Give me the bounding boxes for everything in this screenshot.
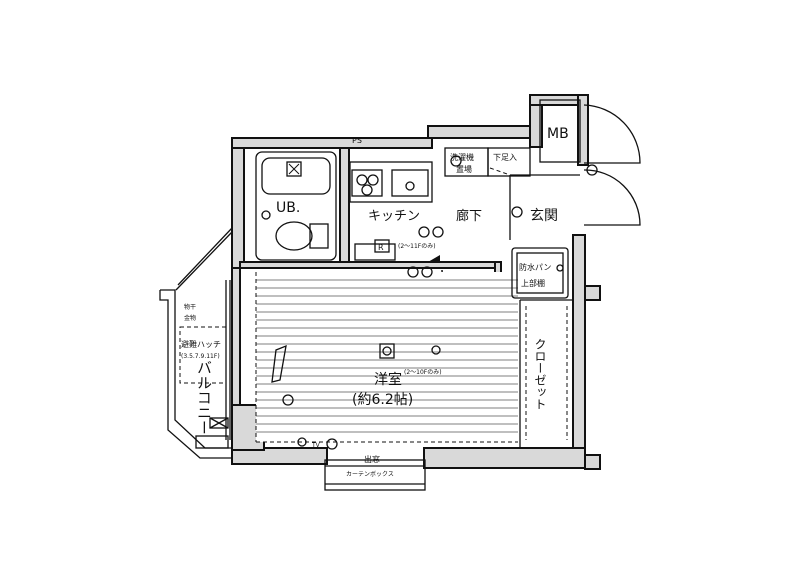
flooring	[255, 272, 518, 443]
room-label-kitchen: キッチン	[368, 209, 420, 224]
label-partition-2: 金物	[184, 314, 196, 322]
label-curtain-box: カーテンボックス	[346, 470, 394, 478]
label-washer-1: 洗濯機	[450, 152, 474, 162]
label-ceiling-note-2: (2～10Fのみ)	[404, 369, 442, 376]
label-washer-2: 置場	[456, 164, 472, 174]
label-tv: TV	[311, 442, 321, 449]
label-ceiling-note-1: (2～11Fのみ)	[398, 243, 436, 250]
room-fixtures	[271, 255, 441, 450]
label-refrigerator: R	[378, 243, 384, 252]
room-label-hallway: 廊下	[456, 208, 482, 224]
room-label-western: 洋室	[374, 371, 402, 388]
toilet-icon	[275, 221, 313, 251]
room-label-mb: MB	[547, 126, 569, 142]
label-pan-2: 上部棚	[521, 278, 545, 288]
closet-fixtures	[525, 306, 568, 440]
outer-walls	[231, 94, 601, 470]
label-bay-window: 出窓	[364, 454, 380, 464]
label-shoe-storage: 下足入	[493, 153, 517, 162]
label-partition-1: 物干	[184, 303, 196, 311]
balcony-area	[159, 227, 233, 459]
label-evac-hatch: 避難ハッチ	[181, 339, 221, 349]
unit-bath	[255, 151, 337, 261]
label-pan-1: 防水パン	[519, 262, 551, 272]
room-label-western-size: (約6.2帖)	[352, 392, 413, 408]
bay-window	[324, 459, 426, 491]
room-label-closet: クローゼット	[533, 338, 547, 410]
room-label-entrance: 玄関	[530, 207, 558, 224]
waterproof-pan	[511, 247, 569, 299]
bath-drain-icon	[286, 161, 302, 177]
room-label-ub: UB.	[276, 200, 300, 216]
kitchen-fixtures	[349, 155, 523, 261]
room-label-balcony: バルコニー	[195, 360, 213, 435]
room-label-ps: PS	[352, 136, 362, 145]
label-hatch-floors: (3.5.7.9.11F)	[181, 353, 220, 360]
